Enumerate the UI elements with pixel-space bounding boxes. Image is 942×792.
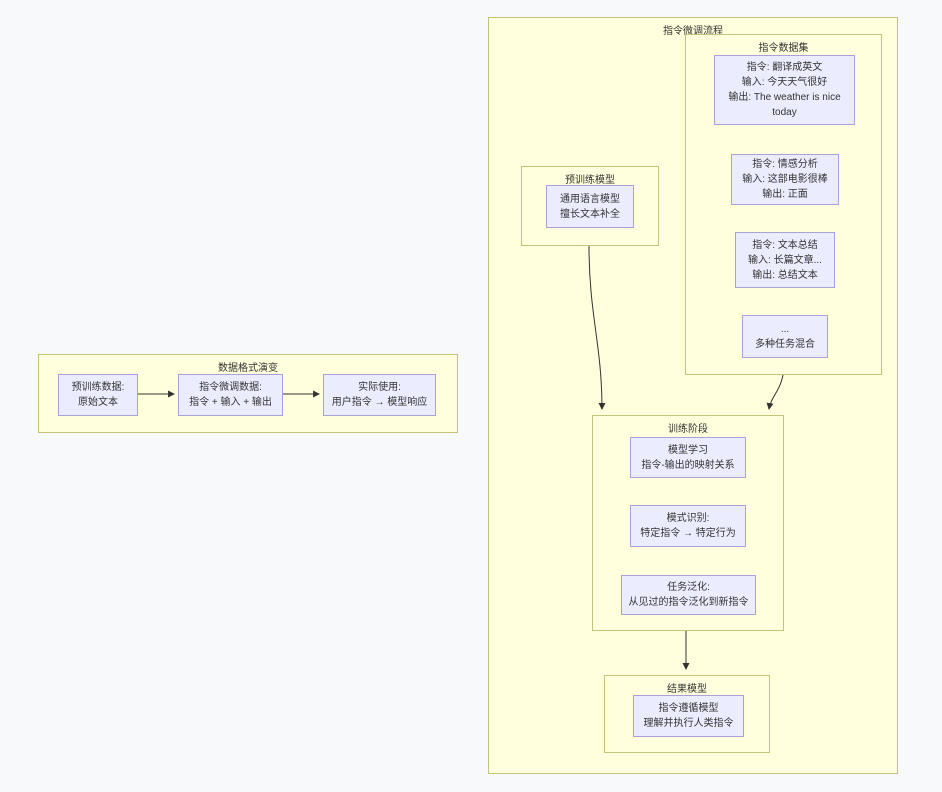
instruct-data-node: 指令微调数据: 指令 + 输入 + 输出 bbox=[178, 374, 283, 416]
node-line: 输出: 正面 bbox=[762, 189, 808, 200]
pattern-recognition-node: 模式识别: 特定指令 → 特定行为 bbox=[630, 505, 746, 547]
example-translate-node: 指令: 翻译成英文 输入: 今天天气很好 输出: The weather is … bbox=[714, 55, 855, 125]
result-model-title: 结果模型 bbox=[667, 684, 707, 695]
pretrained-model-cluster: 预训练模型 通用语言模型 擅长文本补全 bbox=[521, 166, 659, 246]
data-format-evolution-cluster: 数据格式演变 预训练数据: 原始文本 指令微调数据: 指令 + 输入 + 输出 … bbox=[38, 354, 458, 433]
node-line: 输入: 这部电影很棒 bbox=[742, 174, 828, 185]
pretrain-data-node: 预训练数据: 原始文本 bbox=[58, 374, 138, 416]
example-sentiment-node: 指令: 情感分析 输入: 这部电影很棒 输出: 正面 bbox=[731, 154, 839, 205]
instruction-dataset-cluster: 指令数据集 指令: 翻译成英文 输入: 今天天气很好 输出: The weath… bbox=[685, 34, 882, 375]
node-line: 实际使用: bbox=[358, 382, 401, 393]
node-line: 模式识别: bbox=[666, 513, 710, 524]
node-line: 模型学习 bbox=[668, 444, 708, 456]
actual-use-node: 实际使用: 用户指令 → 模型响应 bbox=[323, 374, 436, 416]
example-mixed-node: ... 多种任务混合 bbox=[742, 315, 828, 358]
node-line: 指令: 翻译成英文 bbox=[746, 62, 823, 73]
node-line: 理解并执行人类指令 bbox=[643, 718, 734, 729]
data-format-evolution-title: 数据格式演变 bbox=[218, 363, 278, 374]
node-line: 指令微调数据: bbox=[199, 382, 262, 393]
node-line: 预训练数据: bbox=[71, 382, 125, 393]
instruction-dataset-title: 指令数据集 bbox=[758, 43, 809, 54]
node-line: 擅长文本补全 bbox=[560, 208, 620, 220]
instruction-finetune-flow-cluster: 指令微调流程 指令数据集 指令: 翻译成英文 输入: 今天天气很好 输出: Th… bbox=[488, 17, 898, 774]
node-line: 原始文本 bbox=[78, 397, 118, 408]
result-model-cluster: 结果模型 指令遵循模型 理解并执行人类指令 bbox=[604, 675, 770, 753]
node-line: 特定指令 → 特定行为 bbox=[640, 528, 736, 539]
node-line: 用户指令 → 模型响应 bbox=[331, 397, 428, 408]
node-line: 指令-输出的映射关系 bbox=[641, 459, 735, 471]
node-line: 指令: 文本总结 bbox=[752, 239, 818, 251]
node-line: 从见过的指令泛化到新指令 bbox=[628, 597, 749, 608]
node-line: 通用语言模型 bbox=[560, 193, 620, 205]
node-line: 任务泛化: bbox=[667, 582, 710, 593]
pretrained-model-title: 预训练模型 bbox=[565, 175, 615, 186]
instruction-following-model-node: 指令遵循模型 理解并执行人类指令 bbox=[633, 695, 744, 737]
task-generalization-node: 任务泛化: 从见过的指令泛化到新指令 bbox=[621, 575, 756, 615]
training-stage-cluster: 训练阶段 模型学习 指令-输出的映射关系 模式识别: 特定指令 → 特定行为 任… bbox=[592, 415, 784, 631]
example-summary-node: 指令: 文本总结 输入: 长篇文章... 输出: 总结文本 bbox=[735, 232, 835, 288]
general-language-model-node: 通用语言模型 擅长文本补全 bbox=[546, 185, 634, 228]
model-learning-node: 模型学习 指令-输出的映射关系 bbox=[630, 437, 746, 478]
node-line: 指令遵循模型 bbox=[658, 703, 719, 714]
node-line: 多种任务混合 bbox=[755, 338, 815, 350]
node-line: 指令: 情感分析 bbox=[752, 159, 818, 170]
node-line: 输出: 总结文本 bbox=[752, 269, 818, 281]
node-line: 输入: 今天天气很好 bbox=[741, 77, 828, 88]
node-line: ... bbox=[780, 323, 790, 335]
node-line: 指令 + 输入 + 输出 bbox=[189, 397, 272, 408]
training-stage-title: 训练阶段 bbox=[668, 424, 708, 435]
node-line: 输入: 长篇文章... bbox=[748, 254, 822, 266]
node-line: 输出: The weather is nice today bbox=[728, 92, 841, 118]
instruction-finetune-flow-title: 指令微调流程 bbox=[663, 26, 723, 37]
